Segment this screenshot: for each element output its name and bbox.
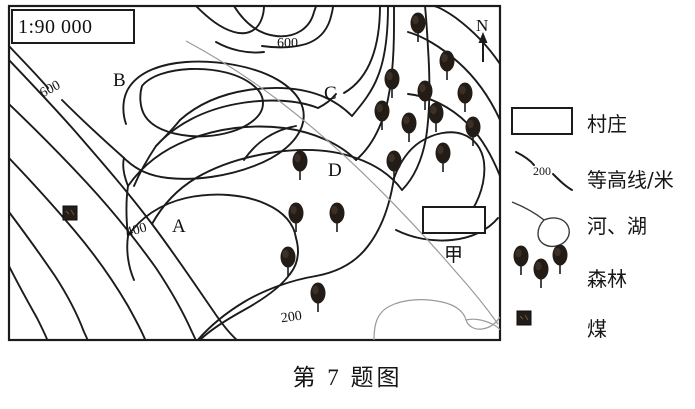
contour-line-mid-to-A [125,185,129,237]
contour-line-400-upper [151,149,403,225]
contour-line-outer-3 [9,157,147,340]
contour-line-C-right-up [343,6,381,94]
river-line [185,40,499,325]
contour-line-right-3 [433,6,500,65]
contour-line-ridge-upper-right [351,6,389,117]
legend-contour-line-symbol [515,151,573,191]
map-point-label-d: D [328,160,342,181]
legend-coal-symbol [516,310,532,326]
contour-line-600-label-left [215,41,265,54]
coal-symbol [62,205,78,221]
contour-lines-detail-group [122,119,299,340]
village-label-jia: 甲 [444,244,464,266]
contour-line-600-ring-B-inner [139,67,264,138]
legend-village-rectangle-symbol [511,107,573,135]
contour-line-A-left-desc [126,235,135,281]
contour-line-right-2 [407,31,500,121]
contour-line-200-left [196,275,317,340]
contour-line-D-upper [243,125,297,161]
contour-line-outer-5 [9,265,49,340]
legend-label-coal: 煤 [587,317,607,341]
contour-line-top-1 [195,6,265,35]
map-point-label-c: C [324,83,337,104]
legend-label-village: 村庄 [587,112,627,136]
lake-outline [373,299,500,340]
village-rectangle-symbol [422,206,486,234]
figure-caption: 第 7 题图 [292,365,403,390]
map-scale-text: 1:90 000 [18,16,93,38]
contour-line-outer-2 [9,103,197,340]
compass-north-letter: N [476,16,489,35]
contour-line-C-join [317,93,337,109]
contour-line-600-ring-B-outer [122,60,305,180]
legend-label-river-lake: 河、湖 [587,214,647,238]
scale-box [11,9,135,44]
lake-outline-branch [465,318,500,331]
contour-line-400-A-left [127,193,297,239]
contour-line-mid-1-right [355,6,395,161]
contour-line-top-2 [233,6,317,38]
contour-line-A-close [289,237,299,275]
contour-line-A-tail [199,273,291,340]
contour-line-basin-right [393,131,486,217]
contour-line-outer-4 [9,211,89,340]
contour-line-600-left-tail [9,45,49,89]
contour-line-600-labelled [261,6,334,49]
contour-line-ridge-descend [155,119,181,147]
contour-line-600-left-tail-2 [61,99,125,159]
contour-line-C-descend [133,145,157,187]
map-contents [9,6,500,340]
map-point-label-a: A [172,216,186,237]
map-frame [7,4,502,342]
map-point-label-b: B [113,70,126,91]
contour-line-ridge-upper-left [179,87,353,121]
legend-river-lake-symbol [511,201,570,248]
contour-label-600-top: 600 [277,36,298,51]
legend-contour-value: 200 [533,164,551,178]
legend-label-forest: 森林 [587,267,627,291]
contour-line-B-to-mid [122,157,129,187]
contour-line-lower-right [395,217,499,242]
contour-label-200: 200 [279,308,303,327]
north-arrow-icon [478,32,488,62]
legend-label-contour: 等高线/米 [587,168,674,192]
contour-line-C-left [155,99,319,147]
contour-line-outer-1 [9,59,239,340]
